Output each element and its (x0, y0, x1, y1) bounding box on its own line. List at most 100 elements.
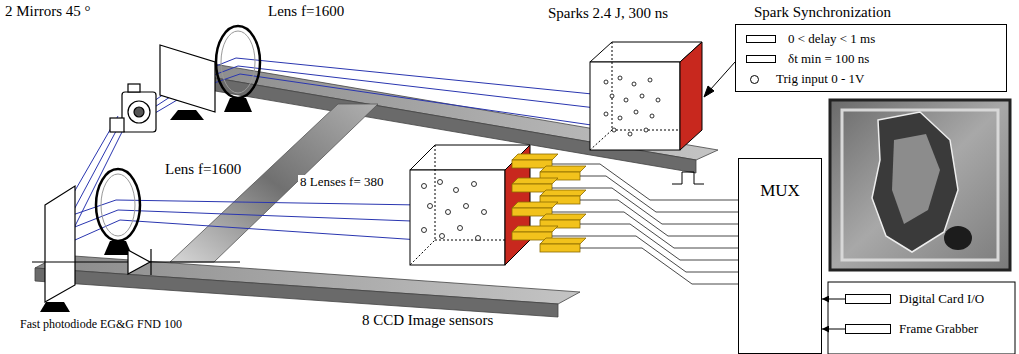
imaging-chamber (410, 170, 505, 265)
light-ray (66, 124, 420, 244)
camera-icon (134, 107, 144, 117)
lens (101, 174, 135, 236)
ccd-sensor (512, 154, 586, 252)
imaging-chamber (422, 184, 427, 189)
signal-arrow (822, 299, 845, 300)
spark-chamber (628, 132, 632, 136)
light-ray (58, 116, 420, 220)
card-label: Frame Grabber (899, 321, 978, 337)
spark-chamber (590, 42, 612, 150)
ccd-sensor (540, 190, 586, 196)
imaging-chamber (454, 188, 459, 193)
camera-icon (110, 84, 156, 132)
camera-icon (128, 101, 150, 123)
mirror (40, 302, 70, 312)
signal-wire (552, 164, 738, 284)
signal-wire (552, 188, 738, 224)
sync-panel: Spark Synchronization0 < delay < 1 msδt … (735, 24, 1007, 92)
mirror (170, 110, 204, 120)
signal-wire (580, 200, 738, 236)
spark-chamber (610, 94, 614, 98)
imaging-chamber (482, 210, 487, 215)
mirror (45, 186, 75, 302)
photodiode-symbol (150, 249, 151, 275)
imaging-chamber (476, 236, 481, 241)
card-slot (845, 294, 891, 304)
ccd-sensor (540, 214, 586, 220)
spark-chamber (634, 110, 638, 114)
lens (224, 98, 252, 112)
imaging-chamber (464, 204, 469, 209)
spark-chamber (680, 42, 702, 150)
spark-chamber (618, 76, 622, 80)
control-row: 0 < delay < 1 ms (746, 31, 875, 47)
spark-chamber (624, 98, 628, 102)
photo-image (842, 110, 998, 260)
imaging-chamber (410, 145, 435, 265)
spark-chamber (604, 112, 608, 116)
lens-label: Lens f=1600 (165, 161, 241, 178)
signal-wire (552, 164, 738, 200)
signal-wire (580, 248, 738, 284)
lens-label: Lens f=1600 (268, 3, 344, 20)
mirror (40, 186, 75, 312)
frame-grabber: Frame Grabber (845, 321, 978, 337)
signal-wire (580, 224, 738, 260)
spark-chamber (604, 76, 660, 136)
photo-image (892, 134, 940, 224)
camera-icon (128, 84, 140, 92)
imaging-chamber (458, 226, 463, 231)
signal-arrow (822, 329, 845, 330)
card-label: Digital Card I/O (899, 291, 984, 307)
camera-icon (110, 118, 124, 132)
ccd-sensor (540, 238, 586, 244)
panel-heading: Spark Synchronization (754, 3, 891, 21)
trigger-line (710, 62, 735, 90)
trigger-line (672, 62, 735, 184)
photodiode-symbol (128, 250, 150, 274)
signal-wire (552, 236, 738, 272)
io-card: Digital Card I/O (845, 291, 984, 307)
photo-image (830, 100, 1010, 270)
detector-label: Fast photodiode EG&G FND 100 (20, 318, 182, 332)
spark-chamber (618, 116, 622, 120)
imaging-chamber (422, 180, 487, 241)
card-slot (845, 324, 891, 334)
spark-chamber (590, 62, 680, 150)
ccd-sensor (540, 244, 580, 252)
imaging-chamber (438, 180, 443, 185)
spark-chamber (604, 80, 608, 84)
lens (221, 31, 255, 93)
lens (216, 26, 260, 98)
trigger-line (704, 86, 714, 97)
box-label: MUX (739, 159, 821, 201)
spark-chamber (644, 128, 648, 132)
mux-box: MUX (738, 158, 822, 354)
ccd-sensor (512, 178, 558, 184)
control-label: 0 < delay < 1 ms (788, 31, 875, 47)
photodiode-symbol (32, 249, 240, 275)
photo-image (944, 226, 972, 250)
lens (96, 169, 140, 255)
spark-chamber (648, 78, 652, 82)
spark-chamber (656, 98, 660, 102)
spark-chamber (640, 94, 644, 98)
lens (96, 169, 140, 241)
ccd-sensor (512, 202, 558, 208)
imaging-chamber (446, 210, 451, 215)
control-row: Trig input 0 - 1V (746, 71, 864, 87)
computer-panel (828, 282, 1015, 354)
lens-array-label: 8 Lenses f= 380 (298, 175, 386, 190)
spark-chamber (650, 114, 654, 118)
input-socket (750, 75, 759, 84)
mirror (160, 45, 215, 112)
optical-rail (35, 268, 558, 317)
imaging-chamber (422, 228, 427, 233)
camera-icon (122, 92, 156, 132)
spark-chamber (612, 128, 616, 132)
spark-label: Sparks 2.4 J, 300 ns (548, 5, 668, 22)
lens (216, 26, 260, 112)
part-label: 2 Mirrors 45 ° (5, 3, 91, 20)
trigger-line (672, 172, 704, 184)
spark-chamber (590, 42, 702, 150)
